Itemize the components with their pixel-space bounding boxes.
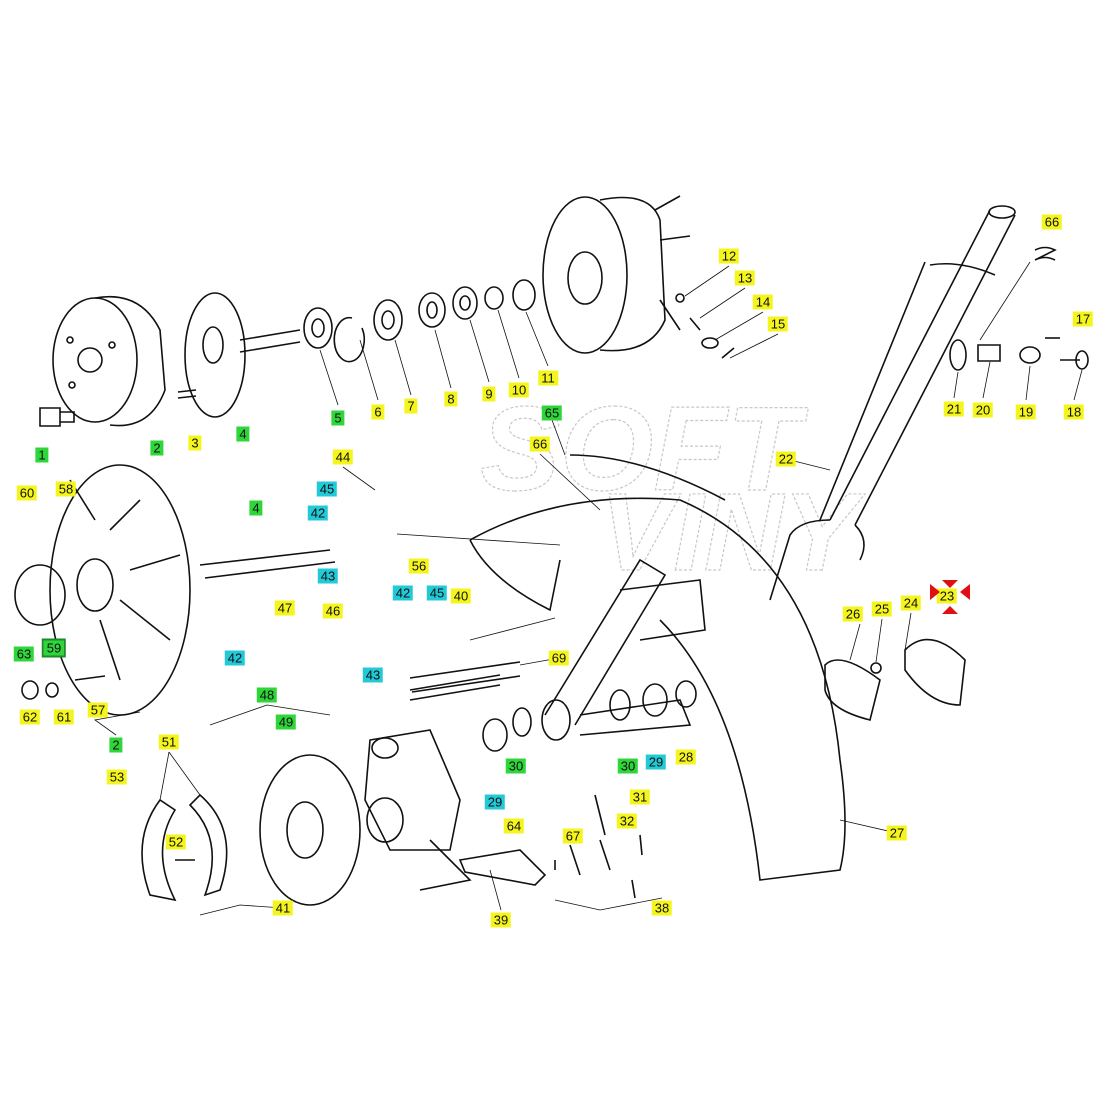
part-label-52[interactable]: 52	[165, 834, 187, 850]
part-label-65[interactable]: 65	[541, 405, 563, 421]
part-label-13[interactable]: 13	[734, 270, 756, 286]
part-label-42[interactable]: 42	[392, 585, 414, 601]
part-label-24[interactable]: 24	[900, 595, 922, 611]
part-label-4[interactable]: 4	[236, 426, 250, 442]
part-label-26[interactable]: 26	[842, 606, 864, 622]
part-label-30[interactable]: 30	[505, 758, 527, 774]
part-label-42[interactable]: 42	[307, 505, 329, 521]
part-label-43[interactable]: 43	[362, 667, 384, 683]
part-label-59[interactable]: 59	[41, 638, 67, 658]
part-label-23[interactable]: 23	[936, 588, 958, 604]
part-label-31[interactable]: 31	[629, 789, 651, 805]
part-label-1[interactable]: 1	[35, 447, 49, 463]
part-label-53[interactable]: 53	[106, 769, 128, 785]
part-label-48[interactable]: 48	[256, 687, 278, 703]
part-label-39[interactable]: 39	[490, 912, 512, 928]
part-label-25[interactable]: 25	[871, 601, 893, 617]
needle-bearing	[482, 718, 508, 752]
pivot-pin	[409, 661, 521, 693]
part-label-64[interactable]: 64	[503, 818, 525, 834]
part-label-40[interactable]: 40	[450, 588, 472, 604]
linkage-parts	[458, 794, 643, 899]
part-label-44[interactable]: 44	[332, 449, 354, 465]
part-label-14[interactable]: 14	[752, 294, 774, 310]
brake-backing-plate	[14, 464, 191, 716]
part-label-15[interactable]: 15	[767, 316, 789, 332]
part-label-2[interactable]: 2	[150, 440, 164, 456]
brake-plate	[259, 754, 361, 906]
part-label-3[interactable]: 3	[188, 435, 202, 451]
bearing-stack	[303, 279, 536, 363]
part-label-67[interactable]: 67	[562, 828, 584, 844]
part-label-8[interactable]: 8	[444, 391, 458, 407]
part-label-7[interactable]: 7	[404, 398, 418, 414]
part-label-41[interactable]: 41	[272, 900, 294, 916]
part-label-51[interactable]: 51	[158, 734, 180, 750]
part-label-12[interactable]: 12	[718, 248, 740, 264]
part-label-5[interactable]: 5	[331, 410, 345, 426]
grease-nipple-parts	[675, 293, 735, 359]
part-label-29[interactable]: 29	[645, 754, 667, 770]
part-label-27[interactable]: 27	[886, 825, 908, 841]
part-label-45[interactable]: 45	[426, 585, 448, 601]
part-label-17[interactable]: 17	[1072, 311, 1094, 327]
part-label-69[interactable]: 69	[548, 650, 570, 666]
bolt	[39, 407, 75, 427]
steering-lock-parts	[949, 337, 1089, 371]
part-label-66[interactable]: 66	[529, 436, 551, 452]
part-label-21[interactable]: 21	[943, 401, 965, 417]
red-arrows-icon	[930, 580, 970, 614]
steering-tube	[769, 205, 1016, 601]
part-label-61[interactable]: 61	[53, 709, 75, 725]
part-label-10[interactable]: 10	[508, 382, 530, 398]
part-label-9[interactable]: 9	[482, 386, 496, 402]
part-label-47[interactable]: 47	[274, 600, 296, 616]
part-label-60[interactable]: 60	[16, 485, 38, 501]
part-label-6[interactable]: 6	[371, 404, 385, 420]
part-label-42[interactable]: 42	[224, 650, 246, 666]
part-label-18[interactable]: 18	[1063, 404, 1085, 420]
part-label-11[interactable]: 11	[538, 370, 558, 386]
stud	[177, 389, 197, 399]
part-label-63[interactable]: 63	[13, 646, 35, 662]
fork-bracket	[364, 674, 501, 891]
part-label-30[interactable]: 30	[617, 758, 639, 774]
brake-shoes	[141, 793, 228, 902]
damper-parts	[824, 638, 966, 721]
part-label-28[interactable]: 28	[675, 749, 697, 765]
part-label-66[interactable]: 66	[1041, 214, 1063, 230]
hub-flange	[184, 292, 301, 418]
part-label-4[interactable]: 4	[249, 500, 263, 516]
brake-drum	[52, 295, 166, 427]
leader-lines	[93, 265, 1083, 916]
highlight-marker-23	[930, 580, 970, 614]
part-label-19[interactable]: 19	[1015, 404, 1037, 420]
part-label-38[interactable]: 38	[651, 900, 673, 916]
swing-arm	[541, 558, 706, 741]
part-label-58[interactable]: 58	[55, 481, 77, 497]
part-label-56[interactable]: 56	[408, 558, 430, 574]
part-label-32[interactable]: 32	[616, 813, 638, 829]
mudguard	[469, 454, 846, 881]
part-label-43[interactable]: 43	[317, 568, 339, 584]
part-label-2[interactable]: 2	[109, 737, 123, 753]
svg-text:VINY: VINY	[600, 471, 865, 594]
spring	[1034, 246, 1057, 261]
part-label-49[interactable]: 49	[275, 714, 297, 730]
part-label-57[interactable]: 57	[87, 702, 109, 718]
watermark: SOFT VINY	[479, 381, 866, 594]
axle	[199, 549, 336, 579]
part-label-45[interactable]: 45	[316, 481, 338, 497]
fork-housing	[542, 195, 691, 354]
part-label-20[interactable]: 20	[972, 402, 994, 418]
part-label-29[interactable]: 29	[484, 794, 506, 810]
part-label-62[interactable]: 62	[19, 709, 41, 725]
part-label-22[interactable]: 22	[775, 451, 797, 467]
part-label-46[interactable]: 46	[322, 603, 344, 619]
